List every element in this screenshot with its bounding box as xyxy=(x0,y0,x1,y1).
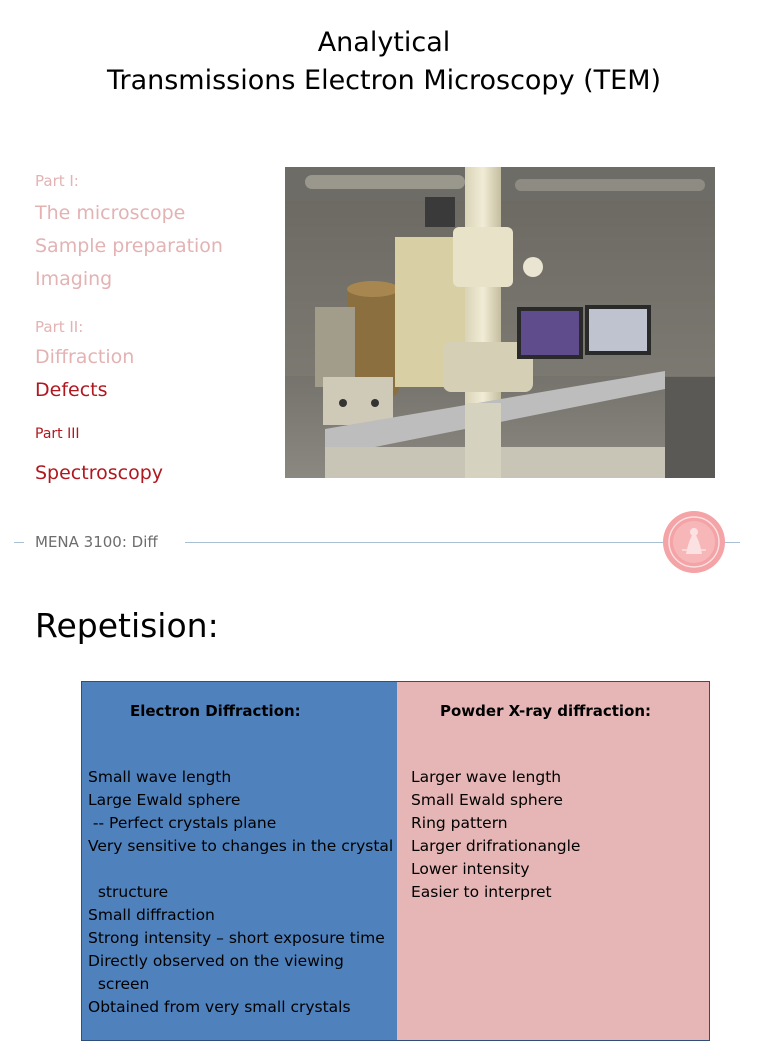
list-item: Larger wave length xyxy=(411,768,562,786)
university-seal-icon xyxy=(663,511,725,573)
list-item: screen xyxy=(88,975,150,993)
list-item: Directly observed on the viewing xyxy=(88,952,344,970)
electron-diffraction-list: Small wave length Large Ewald sphere -- … xyxy=(88,766,393,1019)
powder-xray-diffraction-column: Powder X-ray diffraction: Larger wave le… xyxy=(397,682,709,1040)
toc-part-2-label: Part II: xyxy=(35,318,84,336)
list-item: Ring pattern xyxy=(411,814,508,832)
powder-xray-diffraction-list: Larger wave length Small Ewald sphere Ri… xyxy=(411,766,701,904)
university-seal-logo xyxy=(662,510,726,574)
list-item: Small diffraction xyxy=(88,906,215,924)
toc-item-spectroscopy: Spectroscopy xyxy=(35,462,163,484)
title-line-2: Transmissions Electron Microscopy (TEM) xyxy=(106,65,662,96)
list-item: Small wave length xyxy=(88,768,232,786)
toc-item-microscope: The microscope xyxy=(35,202,186,224)
toc-part-3-label: Part III xyxy=(35,426,80,442)
list-item-blank xyxy=(88,858,393,881)
toc-item-diffraction: Diffraction xyxy=(35,346,135,368)
toc-part-1-label: Part I: xyxy=(35,172,79,190)
section-heading: Repetision: xyxy=(35,606,219,645)
list-item: Very sensitive to changes in the crystal xyxy=(88,837,394,855)
list-item: structure xyxy=(88,883,169,901)
list-item: Strong intensity – short exposure time xyxy=(88,929,385,947)
footer-divider-left xyxy=(14,542,24,543)
diffraction-comparison-table: Electron Diffraction: Small wave length … xyxy=(81,681,710,1041)
slide-title: Analytical Transmissions Electron Micros… xyxy=(0,24,768,100)
list-item: Larger drifrationangle xyxy=(411,837,581,855)
list-item: -- Perfect crystals plane xyxy=(88,814,277,832)
toc-item-defects: Defects xyxy=(35,379,108,401)
list-item: Easier to interpret xyxy=(411,883,552,901)
list-item: Small Ewald sphere xyxy=(411,791,563,809)
toc-item-imaging: Imaging xyxy=(35,268,113,290)
toc-item-sample-preparation: Sample preparation xyxy=(35,235,223,257)
list-item: Lower intensity xyxy=(411,860,530,878)
electron-diffraction-column: Electron Diffraction: Small wave length … xyxy=(82,682,398,1040)
powder-xray-diffraction-header: Powder X-ray diffraction: xyxy=(440,702,652,720)
list-item: Large Ewald sphere xyxy=(88,791,241,809)
title-line-1: Analytical xyxy=(317,27,451,58)
tem-microscope-photo xyxy=(285,167,715,478)
electron-diffraction-header: Electron Diffraction: xyxy=(130,702,301,720)
list-item: Obtained from very small crystals xyxy=(88,998,351,1016)
footer-text: MENA 3100: Diff xyxy=(35,533,164,551)
tem-photo-illustration xyxy=(285,167,715,478)
footer-divider xyxy=(185,542,740,543)
